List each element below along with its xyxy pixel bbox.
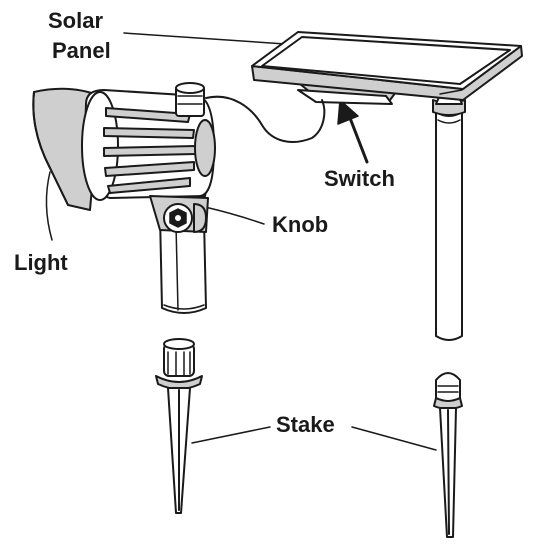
leader-lines: [45, 32, 437, 451]
solar-panel-pole: [432, 94, 466, 341]
solar-panel: [251, 31, 523, 105]
knob: [149, 195, 209, 233]
light-housing: [32, 82, 216, 211]
cable: [205, 95, 326, 143]
label-panel: Panel: [52, 38, 111, 63]
label-light: Light: [14, 250, 68, 275]
stake-right: [433, 372, 463, 538]
label-knob: Knob: [272, 212, 328, 237]
switch-arrow: [337, 99, 369, 164]
label-switch: Switch: [324, 166, 395, 191]
label-stake: Stake: [276, 412, 335, 437]
stake-left: [155, 338, 203, 514]
light-stand: [159, 214, 207, 314]
label-solar: Solar: [48, 8, 103, 33]
